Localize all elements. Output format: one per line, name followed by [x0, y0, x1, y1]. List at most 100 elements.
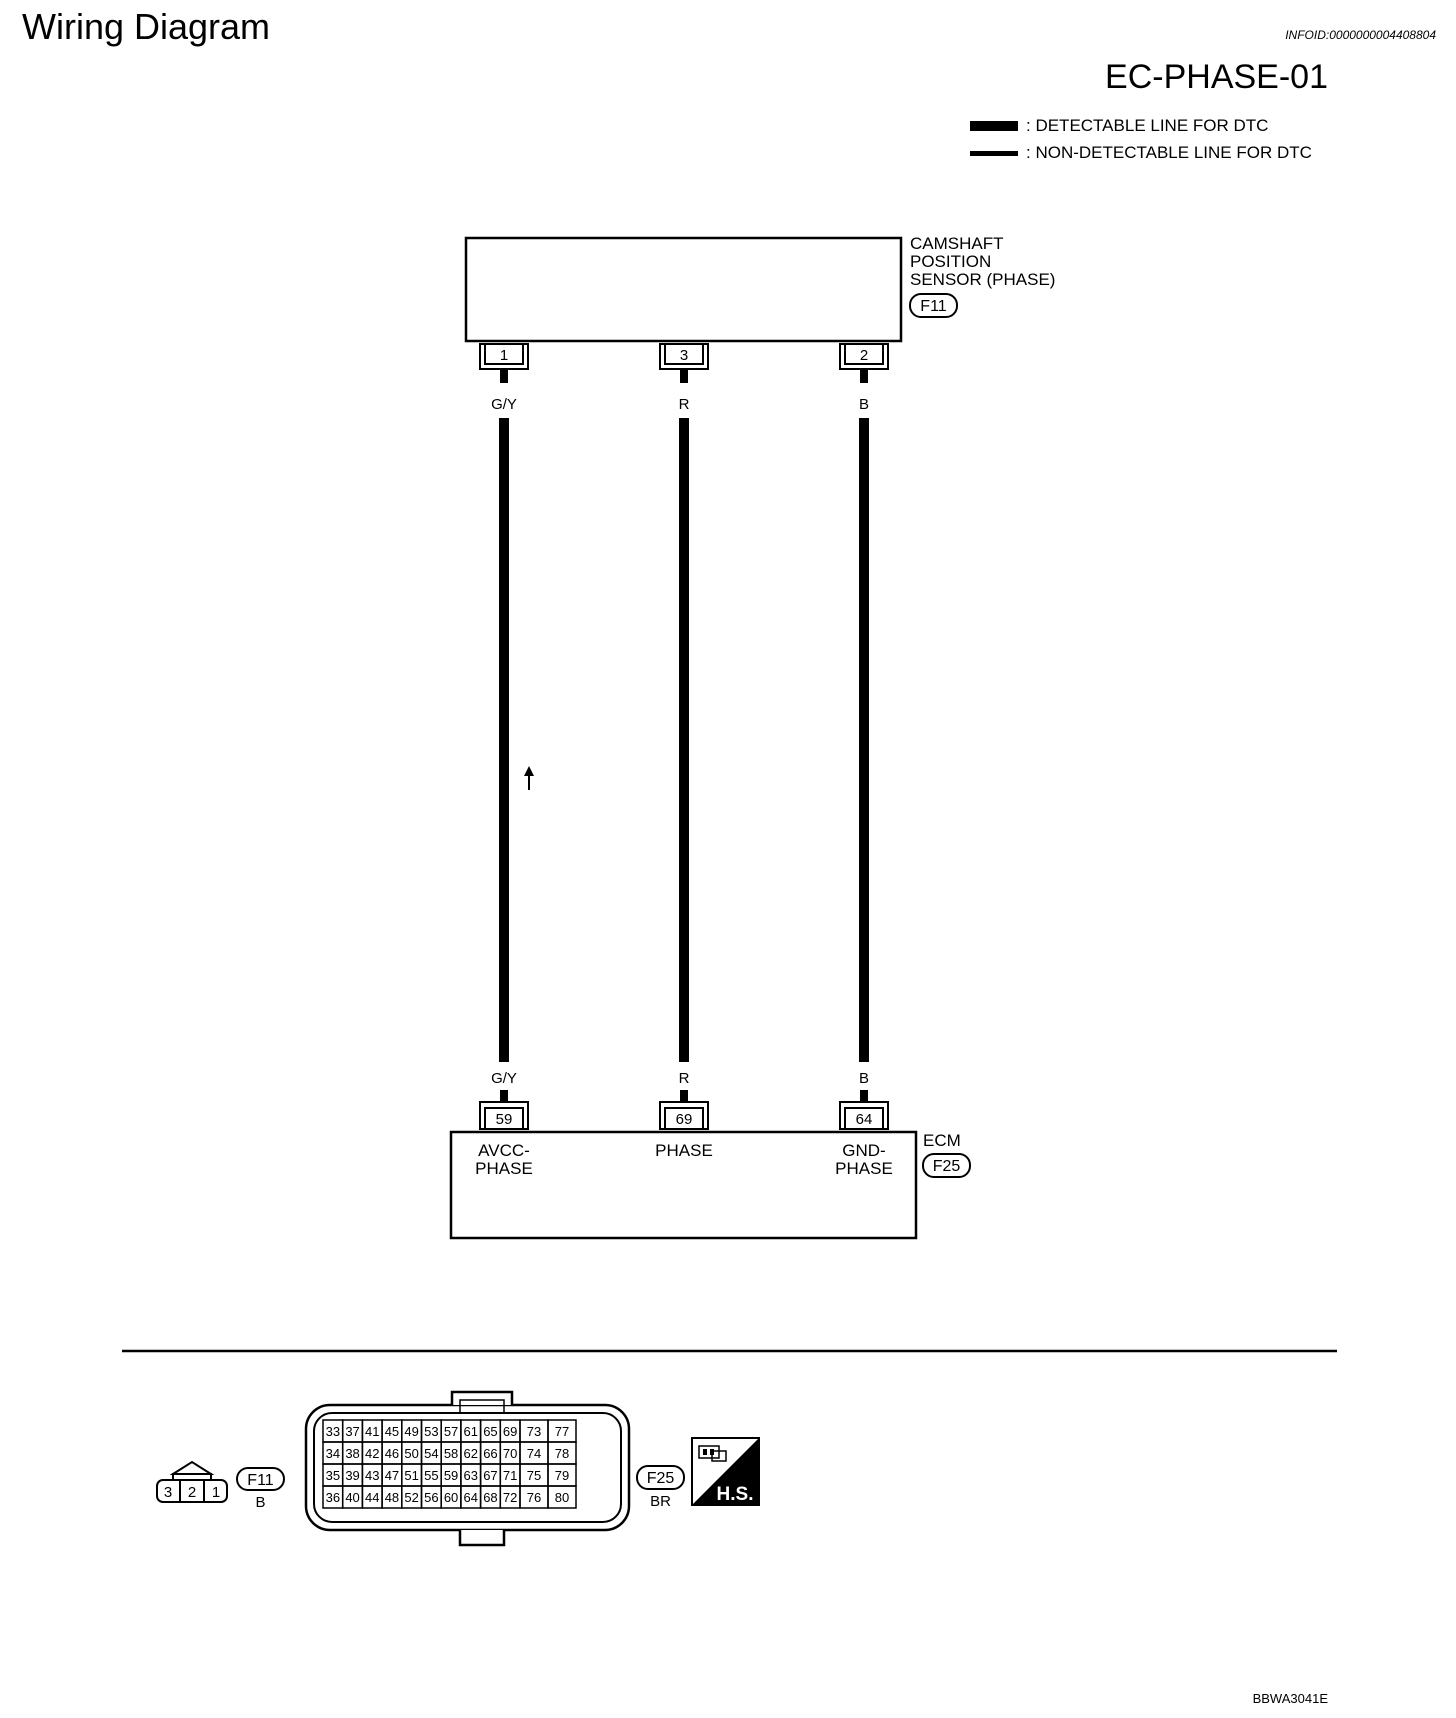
f25-pin-number: 61 [464, 1424, 478, 1439]
wire-color-bottom: B [859, 1070, 869, 1087]
f25-pin-cell: 65 [479, 1419, 502, 1443]
sensor-pin-box [484, 343, 524, 365]
wire-stub-top [860, 369, 868, 383]
f25-pin-cell: 74 [519, 1441, 549, 1465]
figure-code: BBWA3041E [1252, 1691, 1328, 1706]
wire-stub-top [680, 369, 688, 383]
f11-connector-body [156, 1479, 228, 1503]
f25-pin-number: 68 [483, 1490, 497, 1505]
f11-pin: 3 [164, 1484, 172, 1501]
f25-pin-cell: 33 [322, 1419, 344, 1443]
f25-pin-cell: 55 [420, 1463, 442, 1487]
f25-pin-number: 40 [345, 1490, 359, 1505]
f25-pin-cell: 63 [460, 1463, 482, 1487]
wire-phase: 3 R R 69 PHASE [655, 343, 713, 1160]
wire-stub-bottom [500, 1090, 508, 1102]
f25-id-badge [636, 1465, 685, 1490]
f25-pin-number: 65 [483, 1424, 497, 1439]
f25-pin-number: 60 [444, 1490, 458, 1505]
sensor-connector-badge [909, 293, 958, 318]
f25-pin-number: 54 [424, 1446, 438, 1461]
f25-pin-cell: 35 [322, 1463, 344, 1487]
hs-badge: H.S. [691, 1437, 760, 1506]
f25-pin-number: 66 [483, 1446, 497, 1461]
f25-pin-cell: 36 [322, 1485, 344, 1509]
legend-detectable: : DETECTABLE LINE FOR DTC [970, 116, 1268, 136]
f25-pin-number: 71 [503, 1468, 517, 1483]
f25-pin-number: 55 [424, 1468, 438, 1483]
f25-pin-cell: 39 [341, 1463, 364, 1487]
wire-stub-bottom [680, 1090, 688, 1102]
f25-pin-number: 33 [326, 1424, 340, 1439]
wire-avcc-phase: 1 G/Y G/Y 59 AVCC- PHASE [475, 343, 533, 1178]
f25-pin-number: 76 [527, 1490, 541, 1505]
thick-line-swatch [970, 121, 1018, 131]
ecm-name: ECM [923, 1131, 961, 1150]
f25-pin-cell: 45 [381, 1419, 403, 1443]
sensor-name-line1: CAMSHAFT [910, 234, 1004, 253]
f25-pin-cell: 59 [440, 1463, 462, 1487]
f25-pin-number: 36 [326, 1490, 340, 1505]
f25-pin-cell: 41 [361, 1419, 383, 1443]
sensor-pin-box [664, 343, 704, 365]
f25-pin-cell: 47 [381, 1463, 403, 1487]
f25-pin-number: 58 [444, 1446, 458, 1461]
f25-pin-number: 39 [345, 1468, 359, 1483]
f11-id-badge [236, 1467, 285, 1491]
f25-pin-cell: 44 [361, 1485, 383, 1509]
f25-pin-cell: 42 [361, 1441, 383, 1465]
sensor-name-line2: POSITION [910, 252, 991, 271]
ecm-terminal-label-line2: PHASE [475, 1159, 533, 1178]
f25-pin-cell: 52 [401, 1485, 423, 1509]
f25-pin-number: 38 [345, 1446, 359, 1461]
connector-housing-icon [698, 1445, 727, 1462]
ecm-pin-box [664, 1107, 704, 1130]
f25-pin-cell: 57 [440, 1419, 462, 1443]
arrow-up-icon [524, 766, 534, 790]
f11-id-label: F11 [247, 1472, 273, 1489]
f25-pin-number: 41 [365, 1424, 379, 1439]
wire-gnd-phase: 2 B B 64 GND- PHASE [835, 343, 893, 1178]
ecm-terminal-label-line1: PHASE [655, 1141, 713, 1160]
f25-pin-number: 37 [345, 1424, 359, 1439]
f11-pin: 2 [188, 1484, 196, 1501]
wire-stub-bottom [860, 1090, 868, 1102]
hs-badge-diagonal [692, 1438, 759, 1505]
wire-color-bottom: G/Y [491, 1070, 517, 1087]
f25-pin-cell: 70 [499, 1441, 521, 1465]
wire-color-top: B [859, 396, 869, 413]
f25-pin-number: 74 [527, 1446, 541, 1461]
sensor-name-line3: SENSOR (PHASE) [910, 270, 1055, 289]
f25-pin-cell: 79 [547, 1463, 577, 1487]
f25-pin-number: 62 [464, 1446, 478, 1461]
f25-pin-number: 78 [555, 1446, 569, 1461]
f25-top-key [450, 1390, 514, 1405]
f25-pin-cell: 56 [420, 1485, 442, 1509]
f25-pin-number: 43 [365, 1468, 379, 1483]
f25-pin-cell: 80 [547, 1485, 577, 1509]
f25-pin-cell: 60 [440, 1485, 462, 1509]
ecm-pin-number: 69 [676, 1111, 693, 1128]
ecm-terminal-label-line2: PHASE [835, 1159, 893, 1178]
f25-pin-cell: 66 [479, 1441, 502, 1465]
f25-pin-cell: 58 [440, 1441, 462, 1465]
ecm-terminal-label-line1: GND- [842, 1141, 885, 1160]
ecm-pin-box [844, 1107, 884, 1130]
f25-pin-number: 63 [464, 1468, 478, 1483]
f25-pin-number: 80 [555, 1490, 569, 1505]
page-title: Wiring Diagram [22, 6, 271, 47]
f25-pin-cell: 34 [322, 1441, 344, 1465]
info-id: INFOID:0000000004408804 [1285, 28, 1436, 42]
connector-latch-icon [169, 1460, 215, 1475]
sensor-pin-number: 3 [680, 347, 688, 364]
f25-pin-cell: 46 [381, 1441, 403, 1465]
f25-pin-cell: 71 [499, 1463, 521, 1487]
legend-detectable-label: : DETECTABLE LINE FOR DTC [1026, 116, 1269, 135]
f25-pin-number: 49 [404, 1424, 418, 1439]
f25-pin-number: 72 [503, 1490, 517, 1505]
f25-pin-cell: 38 [341, 1441, 364, 1465]
sensor-pin-number: 1 [500, 347, 508, 364]
ecm-connector-label: F25 [933, 1158, 961, 1175]
